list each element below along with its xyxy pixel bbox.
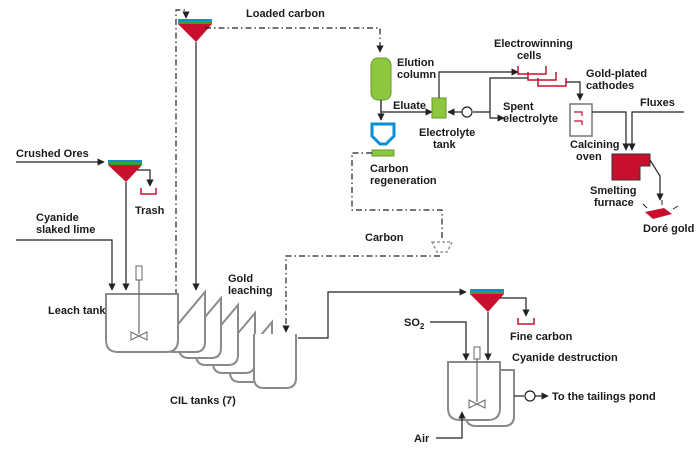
- electrowinning-cells: [517, 66, 567, 87]
- so2-line: [430, 321, 470, 361]
- dore-gold-label: Doré gold: [643, 223, 694, 235]
- air-line: [436, 411, 466, 439]
- fine-carbon-bin-icon: [517, 318, 535, 325]
- loaded-carbon-up-line: [175, 9, 190, 295]
- tailings-pump-icon: [524, 390, 536, 402]
- carbon-regeneration-unit: [370, 122, 396, 157]
- spent-return-line: [473, 77, 528, 113]
- trash-label: Trash: [135, 205, 165, 217]
- elution-column-label-1: Elution: [397, 57, 435, 69]
- electrolyte-tank-label-1: Electrolyte: [419, 127, 475, 139]
- top-screen: [178, 19, 212, 42]
- carbon-return-line: [282, 255, 440, 333]
- fine-carbon-line: [500, 297, 530, 317]
- so2-label: SO2: [404, 317, 425, 331]
- cyanide-destruction-label: Cyanide destruction: [512, 352, 618, 364]
- cyanide-destruction-tanks: [447, 346, 515, 427]
- cyanide-lime-line: [16, 239, 116, 291]
- furnace-to-dore-line: [649, 159, 664, 201]
- cil-tanks-label: CIL tanks (7): [170, 395, 236, 407]
- bottom-screen: [470, 289, 504, 312]
- cathodes-label-2: cathodes: [586, 80, 634, 92]
- carbon-regen-label-1: Carbon: [370, 163, 409, 175]
- smelting-label-2: furnace: [594, 197, 634, 209]
- cil-tank-last: [253, 334, 297, 389]
- leach-tank: [105, 265, 179, 353]
- cil-tanks: [105, 265, 297, 389]
- crushed-ores-label: Crushed Ores: [16, 148, 89, 160]
- carbon-label: Carbon: [365, 232, 404, 244]
- leach-tank-label: Leach tank: [48, 305, 106, 317]
- trash-line: [137, 169, 154, 187]
- regen-carbon-line: [351, 152, 443, 240]
- tailings-pond-label: To the tailings pond: [552, 391, 656, 403]
- pump-icon: [461, 106, 473, 118]
- cyanide-lime-label-2: slaked lime: [36, 224, 95, 236]
- calcining-label-1: Calcining: [570, 139, 620, 151]
- spent-electrolyte-label-2: electrolyte: [503, 113, 558, 125]
- elution-column-label-2: column: [397, 69, 436, 81]
- gold-leaching-label-1: Gold: [228, 273, 253, 285]
- electrolyte-tank: [431, 97, 447, 119]
- fine-carbon-label: Fine carbon: [510, 331, 573, 343]
- trash-bin-icon: [140, 188, 157, 195]
- gold-leaching-label-2: leaching: [228, 285, 273, 297]
- fluxes-label: Fluxes: [640, 97, 675, 109]
- carbon-hopper: [430, 241, 454, 253]
- electrolyte-tank-label-2: tank: [433, 139, 457, 151]
- elution-column: [370, 57, 392, 101]
- air-label: Air: [414, 433, 430, 445]
- cyanide-lime-label-1: Cyanide: [36, 212, 79, 224]
- spent-electrolyte-line: [489, 112, 505, 122]
- eluate-label: Eluate: [393, 100, 426, 112]
- fluxes-line: [628, 111, 684, 151]
- ore-screen: [108, 160, 142, 182]
- cathodes-label-1: Gold-plated: [586, 68, 647, 80]
- electrowinning-label-1: Electrowinning: [494, 38, 573, 50]
- carbon-regen-label-2: regeneration: [370, 175, 437, 187]
- calcining-label-2: oven: [576, 151, 602, 163]
- smelting-label-1: Smelting: [590, 185, 636, 197]
- smelting-furnace: [611, 153, 651, 181]
- electrowinning-label-2: cells: [517, 50, 541, 62]
- electrolyte-to-ew-line: [438, 68, 519, 98]
- spent-electrolyte-label-1: Spent: [503, 101, 534, 113]
- loaded-carbon-label: Loaded carbon: [246, 8, 325, 20]
- loaded-carbon-line: [205, 27, 384, 53]
- cathodes-to-oven-line: [566, 81, 584, 101]
- cil-to-screen-line: [298, 288, 467, 339]
- dore-gold-bar-icon: [642, 200, 679, 219]
- oven-to-furnace-line: [592, 111, 630, 151]
- calcining-oven: [569, 103, 593, 137]
